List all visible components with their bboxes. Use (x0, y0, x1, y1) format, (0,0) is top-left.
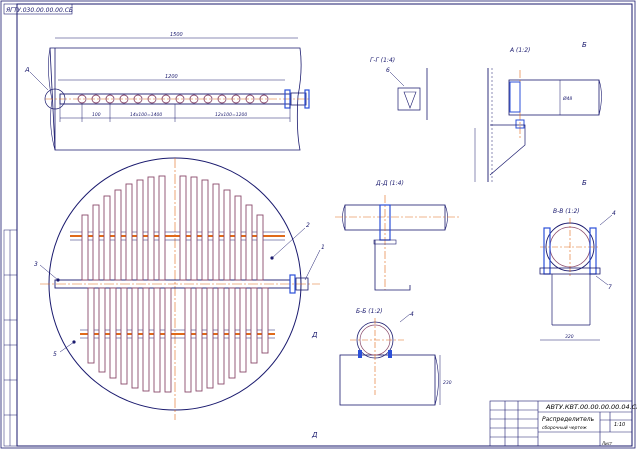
subtitle-text: сборочный чертеж (542, 425, 588, 431)
left-margin-table (3, 229, 18, 447)
pos-3: 3 (34, 261, 38, 268)
label-b-b: Б-Б (1:2) (356, 308, 383, 315)
dim-mid: 1200 (165, 74, 178, 80)
scale-text: 1:10 (614, 422, 625, 428)
view-g-g: Г-Г (1:4) 6 (370, 57, 428, 120)
designation: АВТУ.КВТ.00.00.00.00.04.СБ (545, 403, 637, 411)
plan-view: 3 2 1 5 Д Д (34, 157, 325, 439)
dim-pitch-text: 14х100=1400 (130, 112, 162, 118)
marker-a: А (24, 66, 30, 74)
pos-5: 5 (53, 351, 57, 358)
dim-d2: 230 (443, 380, 452, 386)
pos-2: 2 (306, 222, 310, 229)
label-a-view: А (1:2) (509, 47, 530, 54)
lateral-pipes-lower (87, 287, 269, 393)
dim-overall: 1500 (170, 32, 183, 38)
pos-7: 7 (608, 284, 612, 291)
pos-4-vv: 4 (612, 210, 616, 217)
pos-4-bb: 4 (410, 311, 414, 318)
marker-b: Б (582, 41, 587, 49)
pos-6: 6 (386, 67, 390, 74)
view-v-v: В-В (1:2) 4 7 320 (539, 208, 616, 341)
pos-1: 1 (321, 244, 325, 251)
view-d-d: Д-Д (1:4) (335, 180, 460, 291)
sheet-label: Лист (601, 441, 613, 446)
dim-pitch-text2: 12х100=1200 (215, 112, 247, 118)
dim-pitch1: 100 (92, 112, 101, 118)
label-d-d: Д-Д (1:4) (375, 180, 404, 187)
title-block (489, 400, 633, 447)
view-a: А (1:2) Ø48 Б Б (474, 41, 602, 187)
title-text: Распределитель (542, 416, 595, 423)
top-elevation-view: 1500 1200 100 14х100=1400 12х100=1200 (24, 32, 310, 151)
corner-code: ЯГТУ.030.00.00.00.СБ (5, 7, 73, 14)
dim-d1: Ø48 (562, 95, 572, 102)
marker-d-2: Д (311, 431, 318, 439)
label-v-v: В-В (1:2) (553, 208, 580, 215)
view-b-b: Б-Б (1:2) 4 230 (339, 308, 452, 406)
marker-b-2: Б (582, 179, 587, 187)
inner-frame (16, 3, 633, 447)
lateral-pipes-upper (81, 175, 264, 281)
corner-code-box (3, 3, 73, 15)
label-g-g: Г-Г (1:4) (370, 57, 395, 64)
dim-d3: 320 (565, 334, 574, 340)
marker-d: Д (311, 331, 318, 339)
